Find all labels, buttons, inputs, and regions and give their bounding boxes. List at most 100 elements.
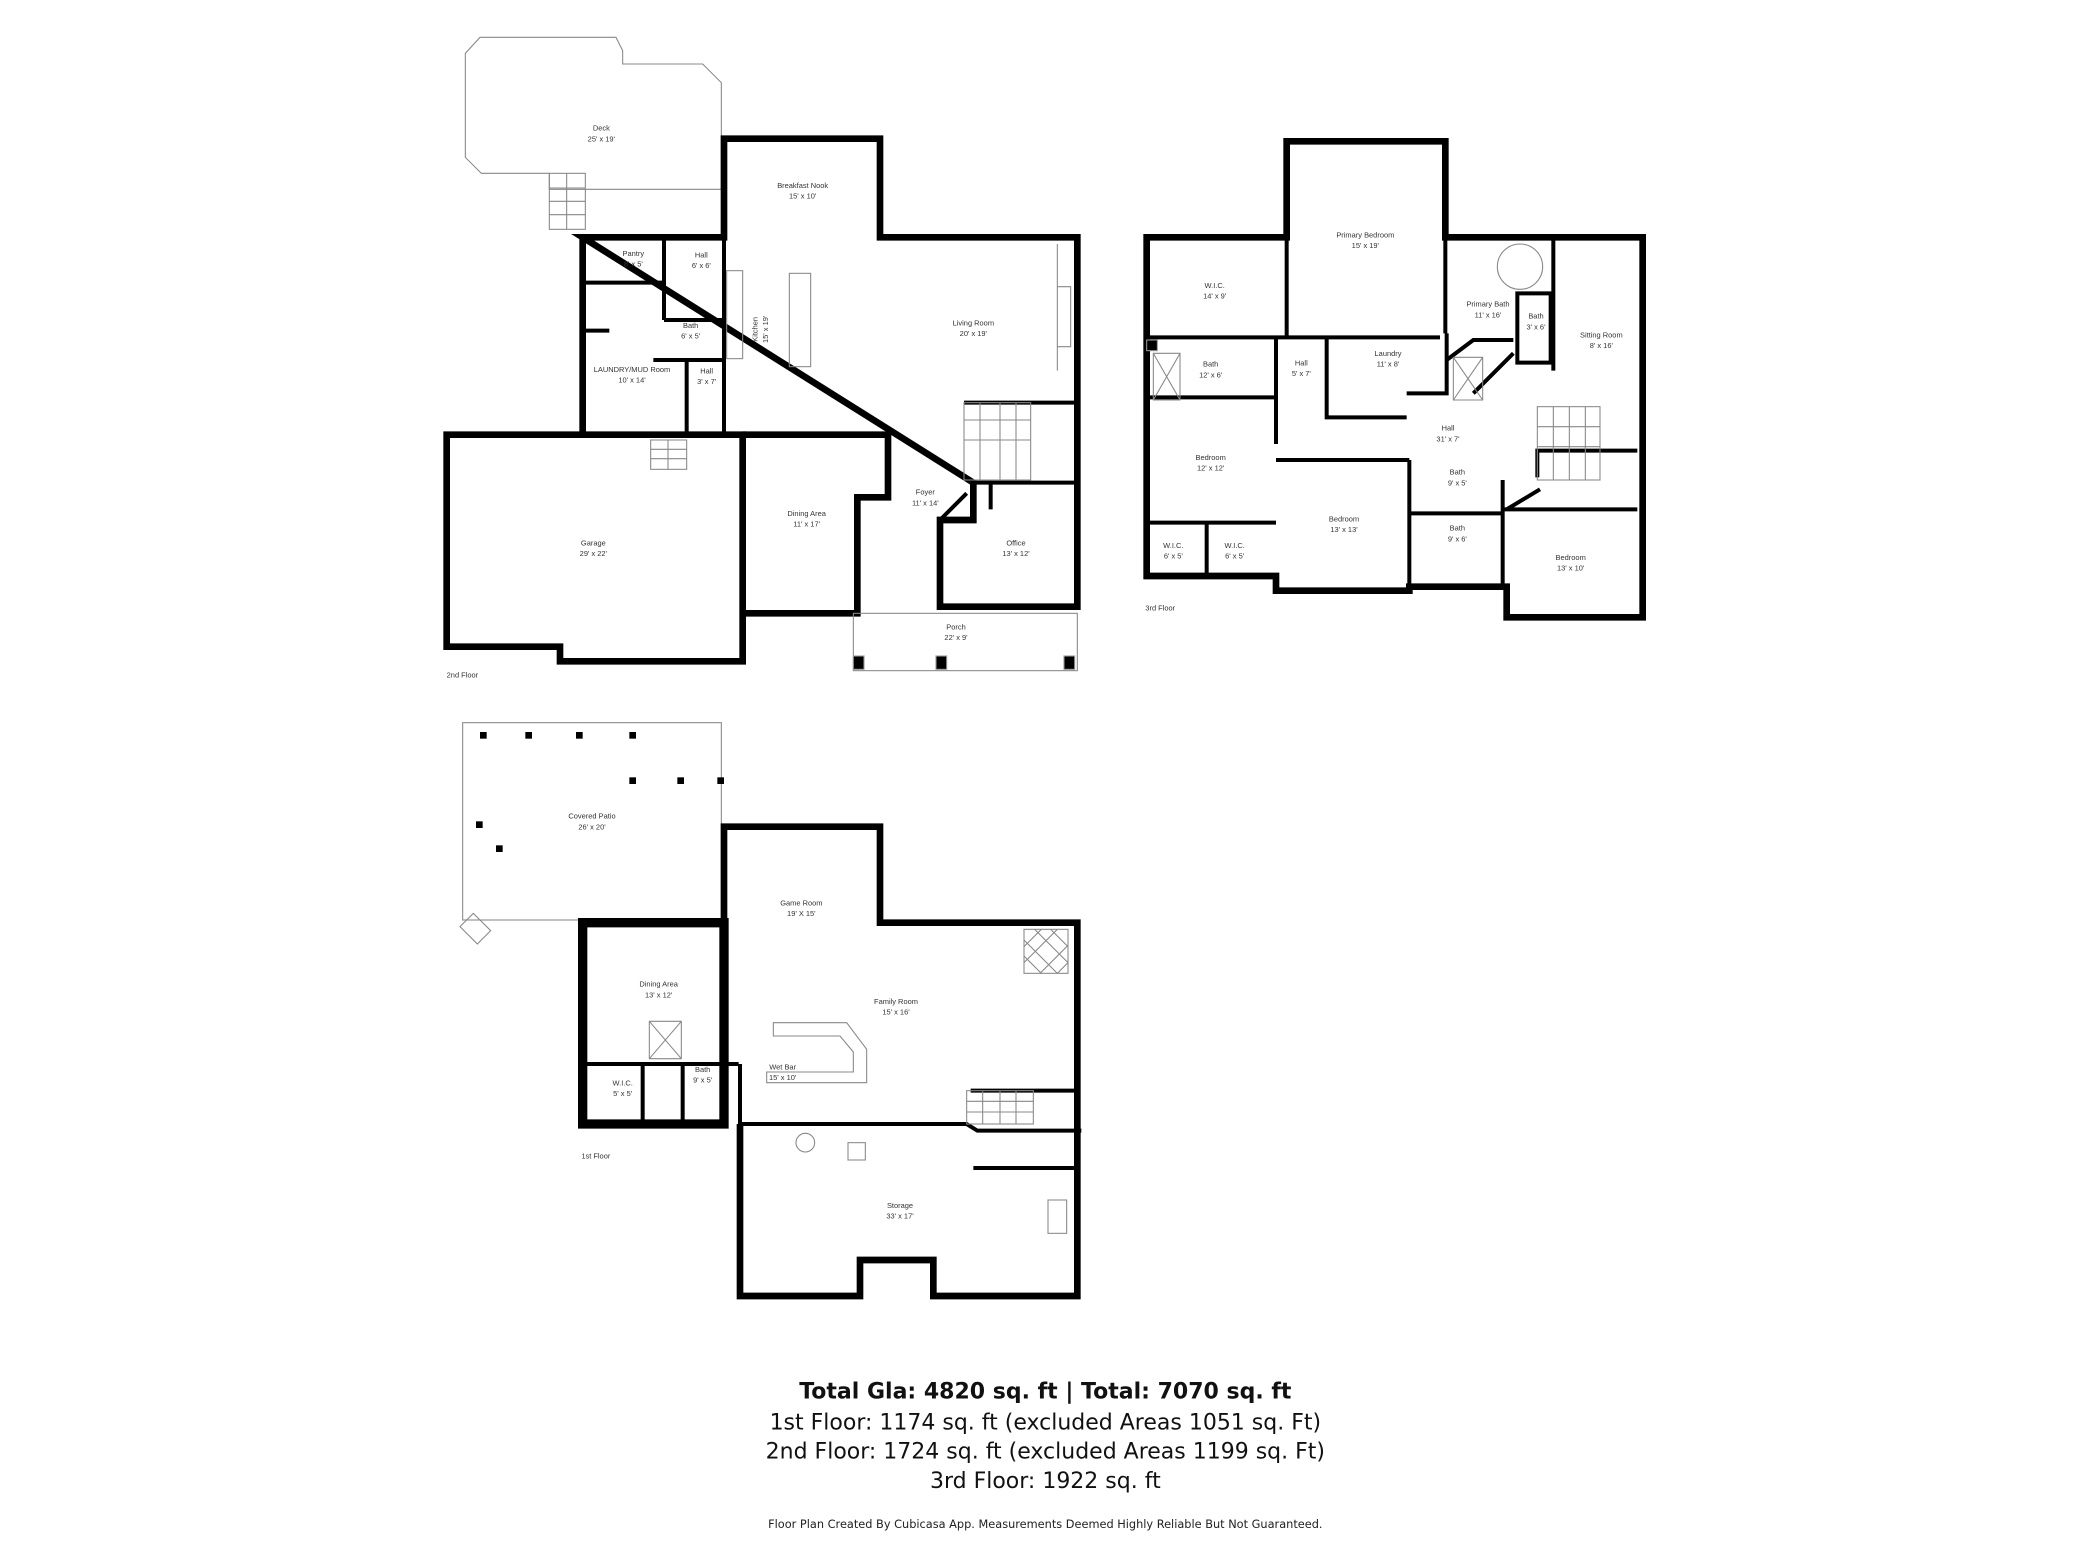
room-name: Primary Bedroom xyxy=(1336,230,1394,239)
room-name: Bedroom xyxy=(1196,453,1226,462)
room-name: Bath xyxy=(1450,524,1465,533)
room-name: Garage xyxy=(581,538,606,547)
room-dimensions: 9' x 5' xyxy=(693,1076,713,1085)
room-name: Bedroom xyxy=(1329,514,1359,523)
room-dimensions: 6' x 5' xyxy=(1225,552,1245,561)
floor-label-3rd: 3rd Floor xyxy=(1145,604,1175,613)
room-dimensions: 22' x 9' xyxy=(944,633,968,642)
third-floor-walls xyxy=(1143,138,1646,621)
room-label: Hall 3' x 7' xyxy=(697,366,717,386)
room-name: Sitting Room xyxy=(1580,330,1623,339)
room-dimensions: 8' x 16' xyxy=(1590,341,1614,350)
room-name: LAUNDRY/MUD Room xyxy=(594,365,670,374)
room-name: W.I.C. xyxy=(1205,281,1225,290)
stairs xyxy=(1536,406,1601,481)
room-name: Breakfast Nook xyxy=(777,181,828,190)
room-name: Kitchen xyxy=(750,317,759,342)
room-name: Hall xyxy=(1442,424,1455,433)
area-summary: Total Gla: 4820 sq. ft | Total: 7070 sq.… xyxy=(766,1380,1325,1494)
room-dimensions: 15' x 19' xyxy=(761,315,770,343)
room-name: Pantry xyxy=(623,249,645,258)
room-name: Foyer xyxy=(916,488,936,497)
room-dimensions: 11' x 16' xyxy=(1475,310,1502,319)
room-label: Bedroom 13' x 10' xyxy=(1556,553,1586,573)
room-name: Hall xyxy=(700,366,713,375)
floor-label-2nd: 2nd Floor xyxy=(447,670,479,679)
room-name: Dining Area xyxy=(787,509,826,518)
summary-third-floor: 3rd Floor: 1922 sq. ft xyxy=(930,1469,1161,1494)
room-dimensions: 12' x 6' xyxy=(1199,370,1223,379)
room-name: Deck xyxy=(593,124,610,133)
porch-outline xyxy=(852,612,1078,672)
room-dimensions: 10' x 14' xyxy=(618,376,646,385)
summary-total: Total Gla: 4820 sq. ft | Total: 7070 sq.… xyxy=(799,1380,1292,1405)
room-dimensions: 3' x 7' xyxy=(697,377,717,386)
room-name: Laundry xyxy=(1375,349,1402,358)
room-name: Bath xyxy=(1203,360,1218,369)
room-name: Living Room xyxy=(953,318,994,327)
room-dimensions: 20' x 19' xyxy=(960,329,988,338)
floor-label-1st: 1st Floor xyxy=(581,1152,611,1161)
room-dimensions: 5' x 5' xyxy=(613,1089,633,1098)
room-dimensions: 13' x 10' xyxy=(1557,564,1585,573)
first-floor-plan xyxy=(459,722,1082,1300)
room-name: Dining Area xyxy=(639,980,678,989)
room-label: Hall 5' x 7' xyxy=(1292,358,1312,378)
room-dimensions: 3' x 6' xyxy=(1526,322,1546,331)
room-label: Sitting Room 8' x 16' xyxy=(1580,330,1623,350)
covered-patio-outline xyxy=(462,722,722,921)
room-dimensions: 29' x 22' xyxy=(580,549,608,558)
room-label: W.I.C.5' x 5' xyxy=(613,1078,633,1098)
room-dimensions: 14' x 9' xyxy=(1203,292,1227,301)
room-label: W.I.C.6' x 5' xyxy=(1163,541,1183,561)
room-name: Porch xyxy=(946,622,965,631)
room-dimensions: 13' x 12' xyxy=(1002,549,1030,558)
room-name: W.I.C. xyxy=(1225,541,1245,550)
room-label: Pantry 8' x 5' xyxy=(623,249,645,269)
room-name: Covered Patio xyxy=(568,812,615,821)
room-label: LAUNDRY/MUD Room 10' x 14' xyxy=(594,365,670,385)
room-name: Bath xyxy=(1528,312,1543,321)
third-floor-plan xyxy=(1143,138,1646,621)
main-house-walls xyxy=(571,135,1081,610)
disclaimer-footer: Floor Plan Created By Cubicasa App. Meas… xyxy=(768,1517,1322,1531)
room-dimensions: 5' x 7' xyxy=(1292,369,1312,378)
room-label: Porch 22' x 9' xyxy=(944,622,968,642)
room-dimensions: 8' x 5' xyxy=(624,260,644,269)
room-name: Hall xyxy=(1295,358,1308,367)
room-label: Bedroom 12' x 12' xyxy=(1196,453,1226,473)
room-name: Family Room xyxy=(874,997,918,1006)
room-name: Bedroom xyxy=(1556,553,1586,562)
room-dimensions: 15' x 10' xyxy=(769,1073,797,1082)
room-dimensions: 13' x 12' xyxy=(645,990,673,999)
room-dimensions: 19' X 15' xyxy=(787,909,816,918)
fireplace xyxy=(1023,928,1069,974)
room-name: Primary Bath xyxy=(1466,300,1509,309)
room-dimensions: 12' x 12' xyxy=(1197,464,1225,473)
room-dimensions: 6' x 5' xyxy=(681,332,701,341)
room-dimensions: 31' x 7' xyxy=(1436,434,1460,443)
room-name: W.I.C. xyxy=(1163,541,1183,550)
room-label: Garage 29' x 22' xyxy=(580,538,608,558)
